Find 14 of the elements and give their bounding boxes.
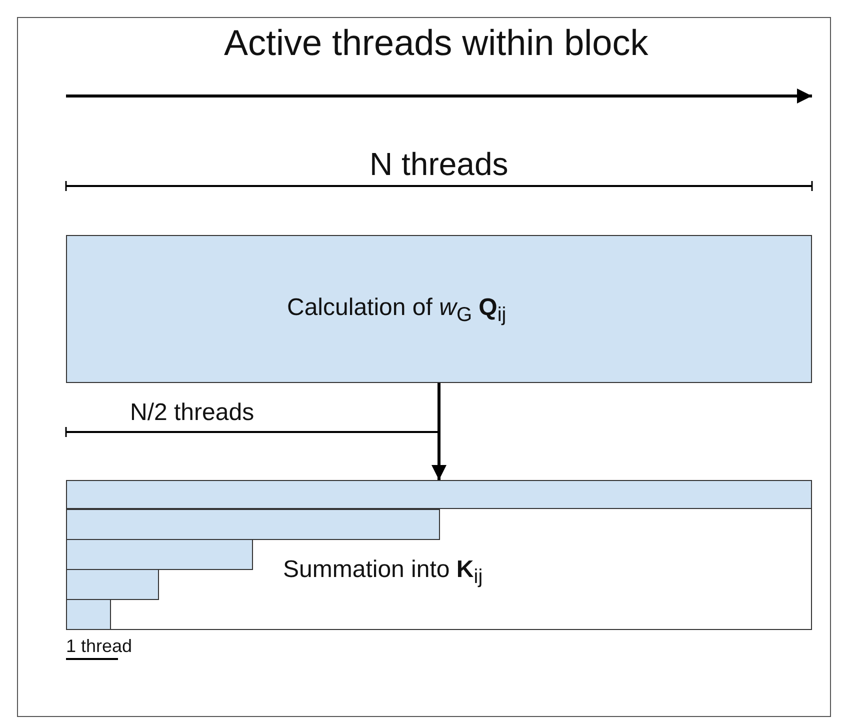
box-label: Summation into K$_{ij}$ xyxy=(283,556,483,589)
progress-bar xyxy=(66,569,159,600)
progress-bar xyxy=(66,539,253,570)
dimension-label: 1 thread xyxy=(66,636,132,657)
arrow xyxy=(432,383,446,480)
summation-box xyxy=(66,480,812,630)
progress-bar xyxy=(66,599,111,630)
box-label: Calculation of w$_{G}$ Q$_{ij}$ xyxy=(287,294,506,327)
dimension-label: N threads xyxy=(370,146,508,183)
axis-title: Active threads within block xyxy=(224,22,648,64)
progress-bar xyxy=(66,509,440,540)
progress-bar xyxy=(66,480,812,509)
process-box xyxy=(66,235,812,383)
dimension-label: N/2 threads xyxy=(130,399,254,427)
